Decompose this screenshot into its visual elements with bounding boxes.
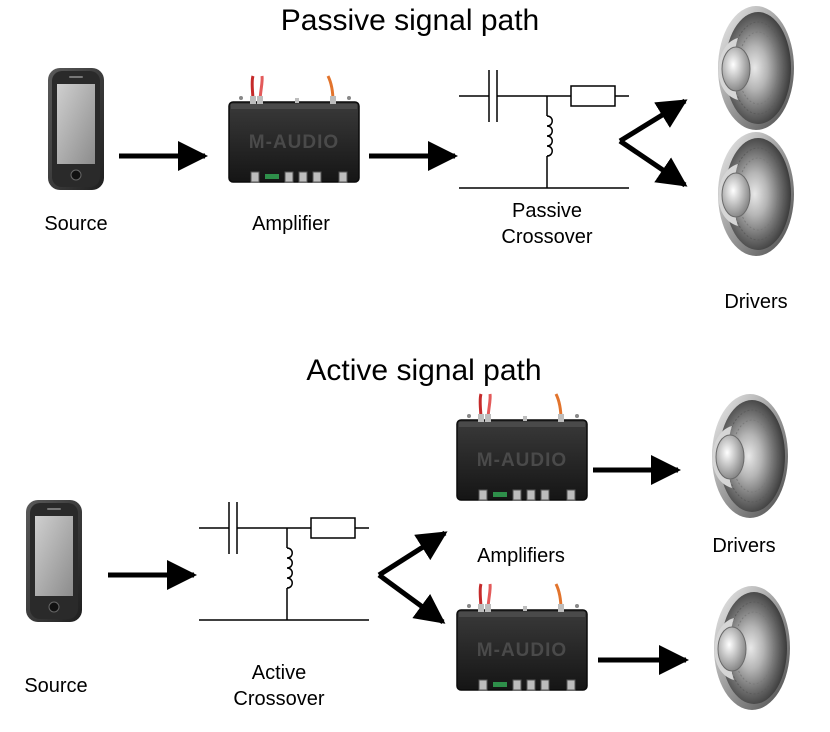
passive-amp-brand: M-AUDIO: [249, 132, 339, 153]
passive-arrow-to-driver-bottom: [618, 138, 688, 188]
active-amp-brand-bottom: M-AUDIO: [477, 640, 567, 661]
passive-crossover-label-line1: Passive: [511, 200, 583, 222]
passive-crossover-schematic: [458, 69, 630, 189]
passive-amplifier-icon: [227, 74, 361, 184]
active-phone-icon: [25, 499, 83, 623]
passive-arrow-to-driver-top: [618, 98, 688, 144]
passive-source-label: Source: [44, 213, 108, 235]
active-crossover-label-line2: Crossover: [233, 688, 325, 710]
passive-title: Passive signal path: [280, 4, 540, 37]
passive-amplifier-label: Amplifier: [252, 213, 330, 235]
passive-drivers-label: Drivers: [724, 291, 788, 313]
active-amplifiers-label: Amplifiers: [477, 545, 565, 567]
active-speaker-icon-top: [711, 393, 789, 519]
passive-phone-icon: [47, 67, 105, 191]
active-title: Active signal path: [306, 354, 542, 387]
active-source-label: Source: [24, 675, 88, 697]
passive-speaker-icon-bottom: [717, 131, 795, 257]
active-drivers-label: Drivers: [712, 535, 776, 557]
active-speaker-icon-bottom: [713, 585, 791, 711]
active-amp-brand-top: M-AUDIO: [477, 450, 567, 471]
active-amplifier-icon-bottom: [455, 582, 589, 692]
active-amplifier-icon-top: [455, 392, 589, 502]
active-arrow-to-amp-top: [377, 530, 448, 578]
active-arrow-to-amp-bottom: [377, 572, 446, 625]
active-crossover-label-line1: Active: [251, 662, 307, 684]
passive-crossover-label-line2: Crossover: [501, 226, 593, 248]
active-crossover-schematic: [198, 501, 370, 621]
